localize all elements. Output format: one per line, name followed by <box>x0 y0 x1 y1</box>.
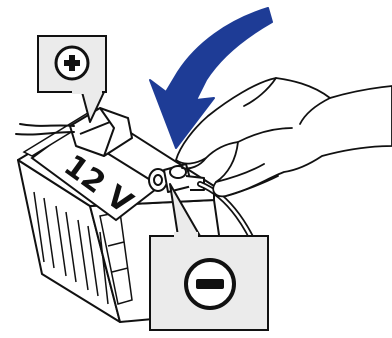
hand <box>176 78 392 196</box>
positive-callout <box>38 36 106 122</box>
negative-terminal-clamp <box>149 164 204 192</box>
